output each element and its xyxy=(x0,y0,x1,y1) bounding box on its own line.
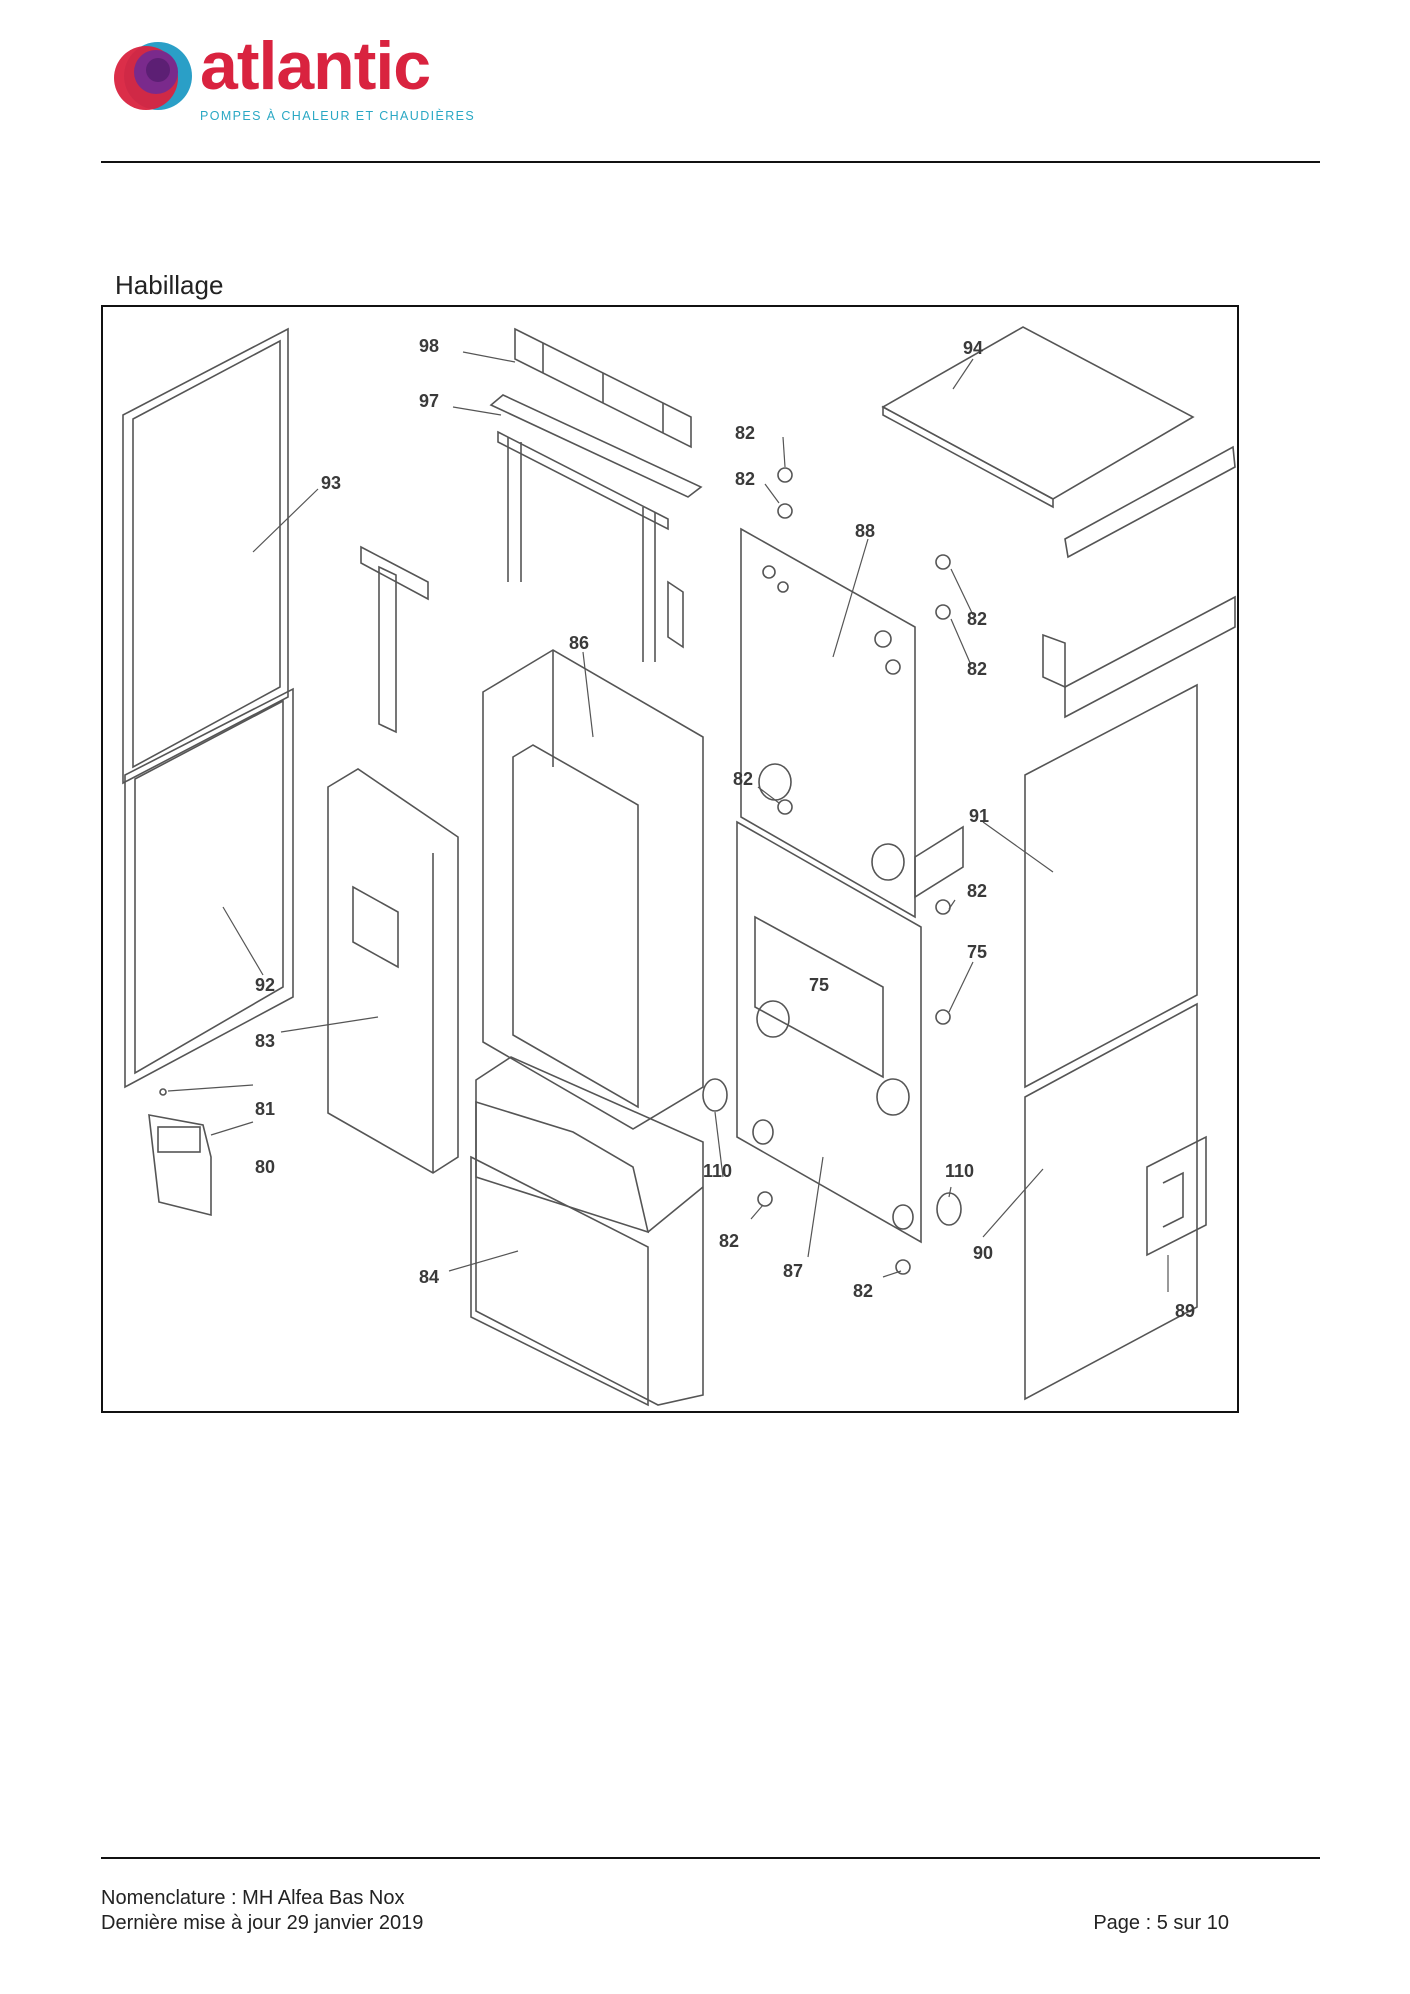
callout-89: 89 xyxy=(1175,1301,1195,1321)
footer-divider xyxy=(101,1857,1320,1859)
footer-page-number: Page : 5 sur 10 xyxy=(1093,1912,1229,1934)
part-90-side-panel xyxy=(1024,1002,1198,1401)
part-89-handle-plate xyxy=(1146,1135,1207,1257)
part-94-top-panel xyxy=(881,326,1195,509)
callout-93: 93 xyxy=(321,473,341,493)
part-110-gasket-right xyxy=(936,1192,962,1226)
exploded-parts-diagram: 98 97 94 93 82 82 88 82 82 86 82 91 82 7… xyxy=(101,305,1239,1413)
part-bracket-left xyxy=(360,545,429,734)
callout-88: 88 xyxy=(855,521,875,541)
part-88-back-plate xyxy=(740,527,964,919)
callout-87: 87 xyxy=(783,1261,803,1281)
footer-nomenclature: Nomenclature : MH Alfea Bas Nox xyxy=(101,1887,405,1909)
callout-84: 84 xyxy=(419,1267,439,1287)
part-97-bracket xyxy=(489,394,703,662)
callout-97: 97 xyxy=(419,391,439,411)
section-title: Habillage xyxy=(115,270,224,300)
callout-82-g: 82 xyxy=(719,1231,739,1251)
callout-98: 98 xyxy=(419,336,439,356)
callout-82-h: 82 xyxy=(853,1281,873,1301)
callout-82-c: 82 xyxy=(967,609,987,629)
callout-94: 94 xyxy=(963,338,983,358)
header-divider xyxy=(101,161,1320,163)
part-92-frame xyxy=(124,687,294,1089)
footer-last-update: Dernière mise à jour 29 janvier 2019 xyxy=(101,1912,424,1934)
part-91-side-panel xyxy=(1024,683,1198,1089)
leader-lines xyxy=(167,351,1169,1292)
part-87-back-plate xyxy=(736,820,922,1244)
brand-tagline: POMPES À CHALEUR ET CHAUDIÈRES xyxy=(200,109,476,123)
callout-110-b: 110 xyxy=(945,1161,974,1181)
callout-91: 91 xyxy=(969,806,989,826)
part-93-frame xyxy=(122,327,289,785)
callout-82-d: 82 xyxy=(967,659,987,679)
callout-92: 92 xyxy=(255,975,275,995)
callout-83: 83 xyxy=(255,1031,275,1051)
callout-80: 80 xyxy=(255,1157,275,1177)
callout-82-b: 82 xyxy=(735,469,755,489)
callout-110-a: 110 xyxy=(703,1161,732,1181)
part-86-door-frame xyxy=(482,649,704,1130)
part-98-bracket xyxy=(514,327,692,449)
brand-wordmark: atlantic xyxy=(200,28,431,104)
callout-86: 86 xyxy=(569,633,589,653)
callout-75-a: 75 xyxy=(967,942,987,962)
callout-75-b: 75 xyxy=(809,975,829,995)
callout-90: 90 xyxy=(973,1243,993,1263)
callout-82-a: 82 xyxy=(735,423,755,443)
callout-82-f: 82 xyxy=(967,881,987,901)
callout-82-e: 82 xyxy=(733,769,753,789)
part-84-front-cover xyxy=(470,1056,704,1407)
part-82-nuts xyxy=(757,467,951,1275)
part-110-gasket-left xyxy=(702,1078,728,1112)
part-80-control-box xyxy=(148,1088,212,1217)
part-83-side-panel xyxy=(327,768,459,1174)
callout-81: 81 xyxy=(255,1099,275,1119)
brand-logo: atlantic POMPES À CHALEUR ET CHAUDIÈRES xyxy=(112,32,492,130)
logo-mark-icon xyxy=(114,42,192,110)
part-top-rails xyxy=(1042,445,1236,719)
